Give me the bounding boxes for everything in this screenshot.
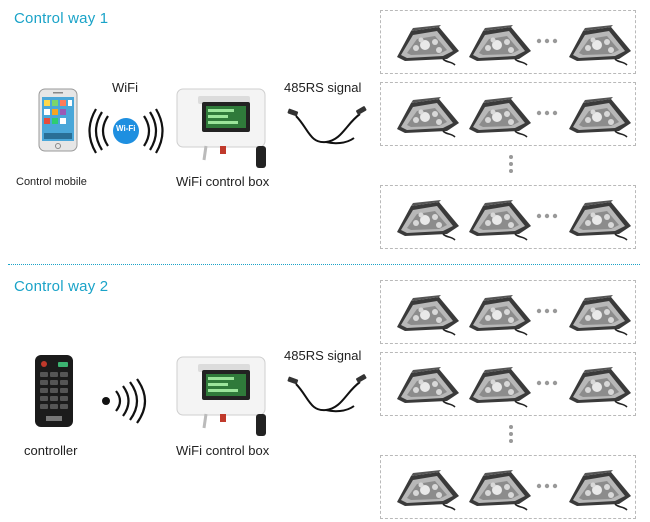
ellipsis-dot: [536, 110, 542, 116]
box-label-1: WiFi control box: [176, 174, 270, 189]
signal-label-1: 485RS signal: [284, 80, 362, 95]
led-light-fixture-icon: [396, 199, 460, 241]
wifi-signal-icon: [88, 108, 164, 154]
led-light-fixture-icon: [468, 294, 532, 336]
fixture-row-6: [380, 455, 636, 519]
ellipsis-dot: [536, 38, 542, 44]
ellipsis-icon: [508, 422, 514, 446]
fixture-row-2: [380, 82, 636, 146]
fixture-row-5: [380, 352, 636, 416]
led-light-fixture-icon: [568, 366, 632, 408]
ellipsis-dot: [552, 213, 558, 219]
ir-signal-icon: [100, 378, 152, 424]
ellipsis-dot: [536, 308, 542, 314]
section-title-control-way-2: Control way 2: [14, 278, 109, 295]
fixture-row-1: [380, 10, 636, 74]
led-light-fixture-icon: [396, 469, 460, 511]
wifi-label: WiFi: [112, 80, 138, 95]
led-light-fixture-icon: [396, 24, 460, 66]
led-light-fixture-icon: [396, 366, 460, 408]
rs485-cable-icon: [286, 104, 370, 156]
wifi-badge-label: Wi-Fi: [116, 124, 136, 133]
ellipsis-dot: [552, 110, 558, 116]
led-light-fixture-icon: [396, 96, 460, 138]
led-light-fixture-icon: [568, 469, 632, 511]
led-light-fixture-icon: [468, 24, 532, 66]
ellipsis-dot: [544, 380, 550, 386]
controller-label: controller: [24, 443, 78, 458]
ellipsis-dot: [552, 38, 558, 44]
led-light-fixture-icon: [568, 199, 632, 241]
remote-controller-icon: [34, 354, 76, 430]
ellipsis-dot: [536, 213, 542, 219]
ellipsis-dot: [544, 38, 550, 44]
led-light-fixture-icon: [468, 96, 532, 138]
led-light-fixture-icon: [568, 294, 632, 336]
wifi-control-box-icon: [176, 88, 270, 170]
ellipsis-dot: [544, 213, 550, 219]
fixture-row-4: [380, 280, 636, 344]
ellipsis-dot: [536, 380, 542, 386]
rs485-cable-icon: [286, 372, 370, 424]
led-light-fixture-icon: [396, 294, 460, 336]
section-divider: [8, 264, 640, 265]
ellipsis-dot: [544, 308, 550, 314]
led-light-fixture-icon: [468, 469, 532, 511]
fixture-row-3: [380, 185, 636, 249]
box-label-2: WiFi control box: [176, 443, 270, 458]
led-light-fixture-icon: [568, 96, 632, 138]
signal-label-2: 485RS signal: [284, 348, 362, 363]
phone-label: Control mobile: [16, 176, 87, 188]
wifi-control-box-icon: [176, 356, 270, 438]
ellipsis-dot: [544, 483, 550, 489]
section-title-control-way-1: Control way 1: [14, 10, 109, 27]
ellipsis-dot: [536, 483, 542, 489]
ellipsis-dot: [552, 483, 558, 489]
led-light-fixture-icon: [568, 24, 632, 66]
ellipsis-icon: [508, 152, 514, 176]
led-light-fixture-icon: [468, 366, 532, 408]
smartphone-icon: [38, 88, 78, 152]
ellipsis-dot: [544, 110, 550, 116]
ellipsis-dot: [552, 380, 558, 386]
ellipsis-dot: [552, 308, 558, 314]
led-light-fixture-icon: [468, 199, 532, 241]
